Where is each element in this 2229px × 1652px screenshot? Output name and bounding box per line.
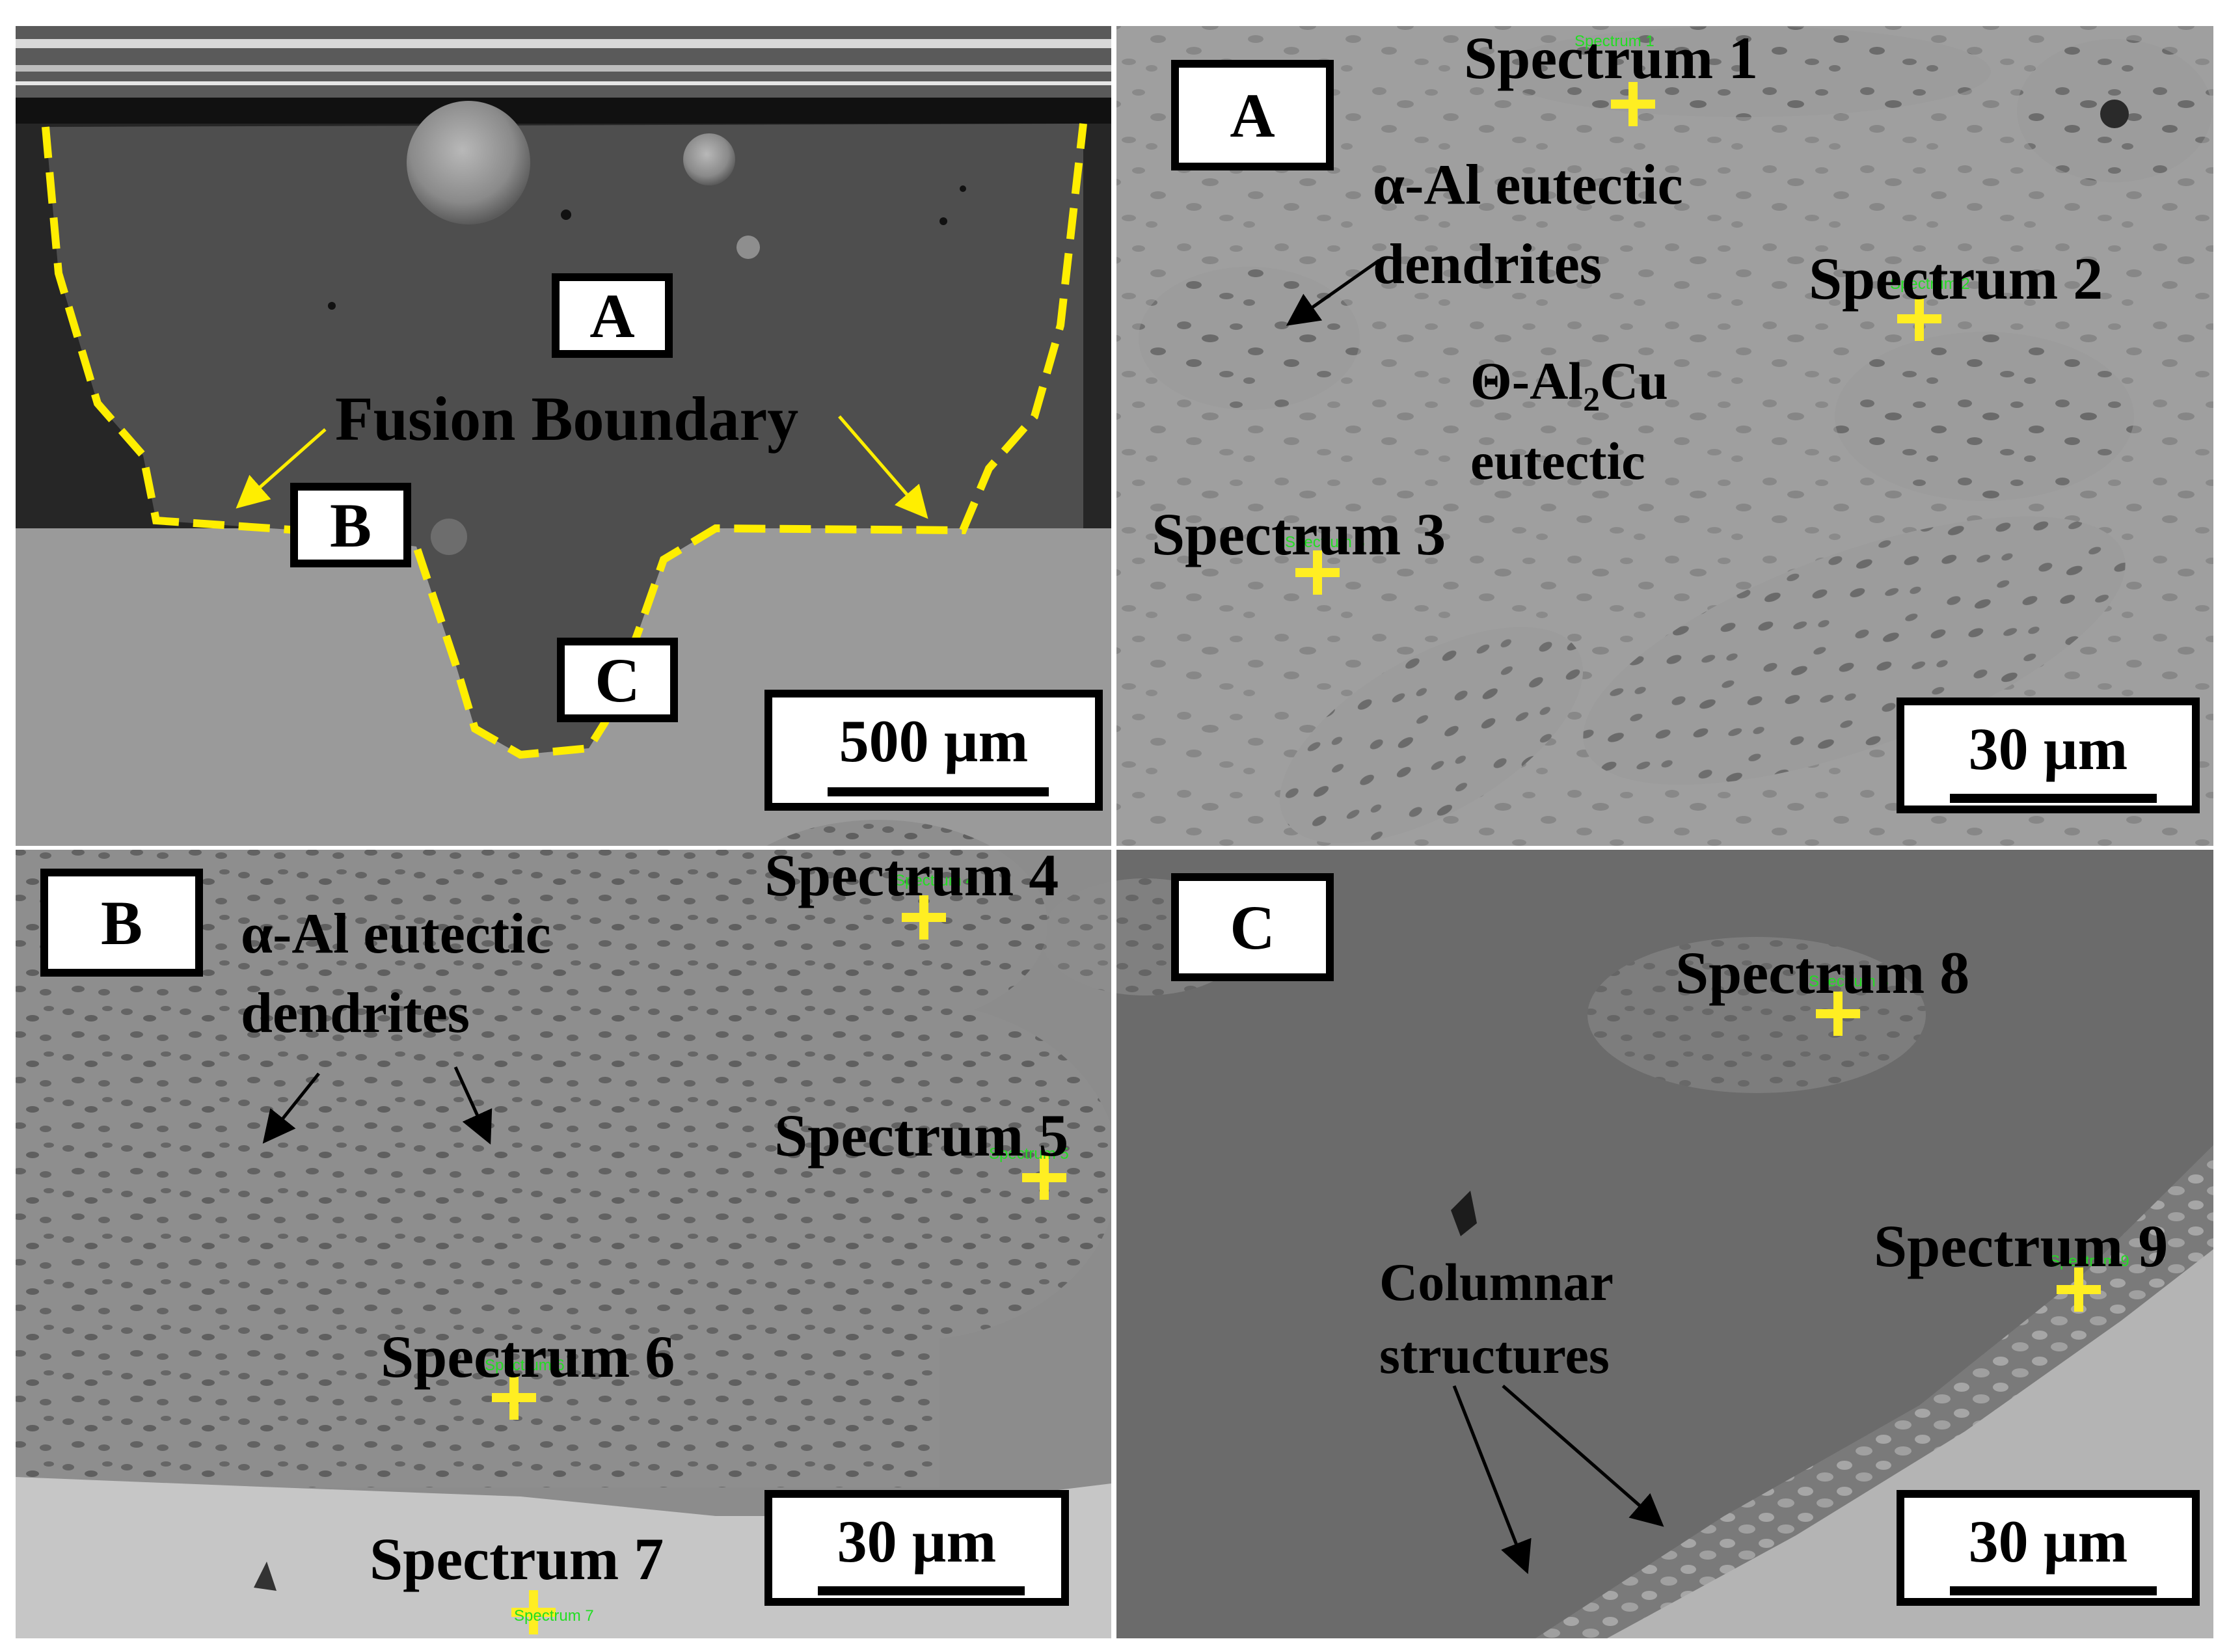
- panel-b-alpha-line2: dendrites: [241, 982, 470, 1045]
- top-coating-layer: [16, 26, 1111, 98]
- panel-b-dendrite-arrow-right: [453, 1066, 493, 1145]
- panel-a-dendrite-arrow: [1286, 258, 1381, 326]
- overview-scale-bar: 500 µm: [764, 690, 1103, 811]
- panel-a-alpha-line2: dendrites: [1373, 233, 1602, 296]
- spectrum-1-marker: [1611, 82, 1655, 126]
- spectrum-4-marker: [902, 895, 946, 940]
- spectrum-markers: [492, 82, 2101, 1634]
- panel-c-label: C: [1171, 873, 1334, 981]
- panel-c-columnar-line2: structures: [1379, 1325, 1610, 1385]
- theta-formula-main: Θ-Al: [1470, 351, 1584, 411]
- panel-c-columnar-label: Columnar structures: [1379, 1246, 1614, 1392]
- fusion-boundary-line: [42, 123, 1087, 759]
- panel-c-columnar-arrow-right: [1502, 1385, 1664, 1527]
- weld-pool-region: [46, 124, 1083, 755]
- panel-c-scale-bar: 30 µm: [1897, 1490, 2200, 1606]
- fusion-boundary-label: Fusion Boundary: [335, 384, 799, 454]
- spectrum-6-marker: [492, 1375, 536, 1420]
- spectrum-7-small-label: Spectrum 7: [514, 1607, 594, 1625]
- spectrum-5-label: Spectrum 5: [774, 1102, 1069, 1169]
- spectrum-9-marker: [2057, 1267, 2101, 1312]
- overview-scale-line: [828, 787, 1049, 796]
- panel-a-scale-line: [1950, 794, 2157, 803]
- spectrum-3-label: Spectrum 3: [1152, 501, 1446, 567]
- spectrum-4-label: Spectrum 4: [764, 842, 1059, 908]
- spectrum-5-marker: [1022, 1156, 1066, 1200]
- spectrum-5-small-label: Spectrum 5: [989, 1145, 1069, 1163]
- panel-b-scale-bar: 30 µm: [764, 1490, 1069, 1606]
- panel-a-theta-label: Θ-Al2Cu eutectic: [1470, 345, 1668, 498]
- spectrum-2-marker: [1897, 297, 1941, 341]
- overview-scale-text: 500 µm: [839, 708, 1029, 774]
- spectrum-8-small-label: Spectrum 8: [1809, 973, 1889, 990]
- spectrum-3-marker: [1295, 550, 1340, 595]
- overview-region-c-label: C: [557, 638, 678, 722]
- spectrum-1-label: Spectrum 1: [1464, 25, 1759, 91]
- spectrum-9-small-label: Spectrum 9: [2049, 1253, 2129, 1270]
- panel-b-scale-text: 30 µm: [837, 1508, 997, 1575]
- theta-formula-subscript: 2: [1583, 381, 1601, 418]
- spectrum-4-small-label: Spectrum 4: [895, 872, 975, 889]
- spectrum-6-small-label: Spectrum 6: [485, 1357, 565, 1374]
- spectrum-1-small-label: Spectrum 1: [1574, 33, 1655, 50]
- spectrum-8-label: Spectrum 8: [1675, 940, 1970, 1006]
- panel-a-scale-text: 30 µm: [1968, 716, 2128, 782]
- fusion-boundary-arrow-left: [236, 428, 327, 509]
- spectrum-9-label: Spectrum 9: [1874, 1213, 2168, 1279]
- panel-c-columnar-arrow-left: [1452, 1385, 1532, 1575]
- panel-a-alpha-line1: α-Al eutectic: [1373, 154, 1683, 217]
- spectrum-8-marker: [1816, 992, 1860, 1036]
- panel-a-label: A: [1171, 60, 1334, 170]
- panel-b-scale-line: [818, 1586, 1025, 1595]
- panel-a-alpha-al-label: α-Al eutectic dendrites: [1373, 146, 1683, 305]
- panel-b-alpha-line1: α-Al eutectic: [241, 902, 551, 966]
- panel-b-alpha-al-label: α-Al eutectic dendrites: [241, 895, 551, 1053]
- large-pore: [407, 101, 530, 224]
- panel-a-theta-line2: eutectic: [1470, 431, 1645, 491]
- spectrum-6-label: Spectrum 6: [381, 1323, 675, 1390]
- small-pore: [683, 133, 735, 185]
- spectrum-7-marker: [511, 1590, 556, 1634]
- panel-b-label: B: [40, 869, 203, 977]
- fusion-boundary-arrow-right: [838, 415, 928, 519]
- overview-region-a-label: A: [552, 273, 673, 358]
- spectrum-2-small-label: Spectrum 2: [1890, 275, 1970, 293]
- spectrum-7-label: Spectrum 7: [370, 1526, 664, 1592]
- overview-panel: [16, 26, 1111, 846]
- panel-c-columnar-line1: Columnar: [1379, 1253, 1614, 1312]
- spectrum-2-label: Spectrum 2: [1809, 245, 2103, 312]
- panel-c-scale-text: 30 µm: [1968, 1508, 2128, 1575]
- spectrum-3-small-label: Spectrum 3: [1285, 534, 1365, 551]
- theta-formula-tail: Cu: [1600, 351, 1668, 411]
- panel-c-scale-line: [1950, 1586, 2157, 1595]
- overview-region-b-label: B: [290, 483, 411, 567]
- panel-a-scale-bar: 30 µm: [1897, 697, 2200, 813]
- panel-b-dendrite-arrow-left: [262, 1072, 320, 1144]
- panel-a-theta-line1: Θ-Al2Cu: [1470, 345, 1668, 425]
